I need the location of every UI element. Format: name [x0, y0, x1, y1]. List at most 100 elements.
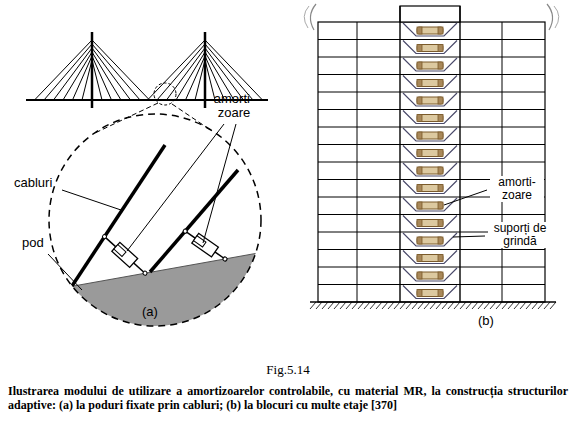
damper-cap	[438, 45, 443, 52]
ground-hatch	[376, 302, 382, 309]
leader-line	[48, 254, 82, 290]
mr-damper	[99, 231, 151, 279]
ground-hatch	[364, 302, 370, 309]
stay-cable	[157, 44, 205, 100]
damper-pin	[182, 228, 188, 234]
damper-rod	[105, 237, 146, 274]
beam-support	[403, 146, 457, 159]
ground-hatch	[346, 302, 352, 309]
part-label: cabluri	[14, 176, 52, 190]
building-damper	[417, 290, 443, 297]
floor-slab	[318, 162, 545, 163]
detail-view	[40, 145, 275, 340]
part-label: amorti- zoare	[208, 92, 260, 120]
ground-hatch	[502, 302, 508, 309]
building-damper	[417, 237, 443, 244]
beam-support	[403, 93, 457, 106]
building-damper	[417, 150, 443, 157]
floor-slab	[318, 214, 545, 215]
beam-support	[403, 58, 457, 71]
floor-slab	[318, 249, 545, 250]
ground-hatch	[496, 302, 502, 309]
detail-marker	[154, 83, 176, 105]
stay-cable	[63, 52, 92, 100]
damper-cap	[438, 80, 443, 87]
stay-cable	[176, 52, 205, 100]
damper-pin	[102, 234, 108, 240]
ground-hatch	[328, 302, 334, 309]
bridge-tower	[91, 32, 94, 108]
ground-hatch	[358, 302, 364, 309]
cable	[72, 145, 165, 286]
ground-hatch	[544, 302, 550, 309]
ground-hatch	[316, 302, 322, 309]
building-column	[357, 22, 358, 302]
core-tower-top	[400, 6, 460, 22]
sway-mark	[547, 4, 553, 30]
building-damper	[417, 255, 443, 262]
damper-cap	[438, 272, 443, 279]
damper-cap	[417, 62, 422, 69]
ground-hatch	[382, 302, 388, 309]
ground-hatch	[532, 302, 538, 309]
floor-slab	[318, 284, 545, 285]
damper-cap	[438, 167, 443, 174]
damper-cap	[417, 290, 422, 297]
damper-cap	[438, 255, 443, 262]
mr-damper	[180, 225, 230, 265]
sway-mark	[554, 6, 559, 28]
damper-cap	[417, 202, 422, 209]
damper-cap	[417, 272, 422, 279]
detail-circle	[49, 114, 261, 326]
sway-mark	[304, 6, 309, 28]
damper-cap	[417, 255, 422, 262]
building-damper	[417, 45, 443, 52]
stay-cable	[92, 44, 140, 100]
damper-cap	[438, 290, 443, 297]
floor-slab	[318, 39, 545, 40]
floor-slab	[318, 127, 545, 128]
ground-hatch	[520, 302, 526, 309]
part-label: pod	[22, 236, 44, 250]
floor-slab	[318, 57, 545, 58]
stay-cable	[92, 52, 121, 100]
beam-support	[403, 286, 457, 299]
ground-hatch	[466, 302, 472, 309]
damper-cap	[438, 62, 443, 69]
damper-cap	[417, 132, 422, 139]
leader-line	[444, 190, 487, 205]
damper-cap	[417, 167, 422, 174]
damper-cap	[438, 185, 443, 192]
ground-hatch	[334, 302, 340, 309]
damper-cap	[438, 220, 443, 227]
floor-slab	[318, 144, 545, 145]
stay-cable	[44, 44, 92, 100]
damper-pin	[142, 270, 148, 276]
core-wall	[399, 6, 400, 302]
damper-cap	[438, 237, 443, 244]
ground-hatch	[400, 302, 406, 309]
core-wall	[459, 6, 460, 302]
ground-hatch	[460, 302, 466, 309]
ground-hatch	[478, 302, 484, 309]
damper-cap	[438, 202, 443, 209]
beam-support	[403, 111, 457, 124]
ground-hatch	[430, 302, 436, 309]
damper-cap	[417, 45, 422, 52]
beam-support	[403, 181, 457, 194]
panel-label: (b)	[478, 314, 494, 328]
building-damper	[417, 115, 443, 122]
leader-line	[127, 124, 224, 251]
damper-cap	[438, 27, 443, 34]
beam-support	[403, 163, 457, 176]
ground-hatch	[454, 302, 460, 309]
floor-slab	[318, 267, 545, 268]
damper-cap	[417, 97, 422, 104]
ground-hatch	[526, 302, 532, 309]
building-damper	[417, 202, 443, 209]
panel-label: (a)	[142, 305, 158, 319]
cable	[150, 170, 238, 272]
damper-cap	[417, 27, 422, 34]
building-damper	[417, 97, 443, 104]
leader-line	[62, 190, 121, 210]
